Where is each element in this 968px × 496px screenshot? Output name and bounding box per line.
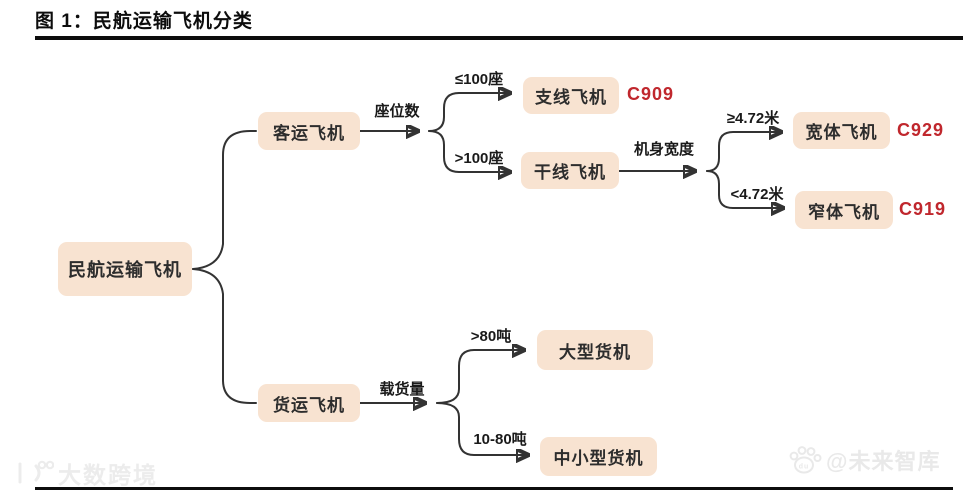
watermark-bottom-left: 大数跨境 [14, 456, 158, 490]
label-seat-count: 座位数 [374, 103, 420, 120]
node-passenger-aircraft: 客运飞机 [258, 112, 360, 150]
node-large-freighter: 大型货机 [537, 330, 653, 370]
label-gt-100-seats: >100座 [454, 150, 504, 167]
label-fuselage-width: 机身宽度 [633, 141, 695, 158]
svg-text:du: du [799, 464, 810, 471]
node-small-medium-freighter: 中小型货机 [540, 437, 657, 476]
node-civil-transport-aircraft: 民航运输飞机 [58, 242, 192, 296]
model-c909: C909 [627, 84, 675, 104]
model-c929: C929 [897, 120, 945, 140]
label-le-100-seats: ≤100座 [454, 71, 504, 88]
watermark-right-text: @未来智库 [826, 449, 941, 474]
watermark-left-text: 大数跨境 [58, 462, 158, 488]
label-ge-4-72m: ≥4.72米 [726, 110, 780, 127]
label-gt-80t: >80吨 [470, 328, 512, 345]
watermark-bottom-right: du @未来智库 [788, 444, 940, 476]
title-underline [35, 36, 963, 40]
label-10-80t: 10-80吨 [473, 431, 527, 448]
node-cargo-aircraft: 货运飞机 [258, 384, 360, 422]
model-c919: C919 [899, 199, 947, 219]
figure-title: 图 1：民航运输飞机分类 [35, 11, 253, 32]
node-regional-aircraft: 支线飞机 [523, 77, 619, 114]
paw-logo-icon: du [788, 444, 822, 476]
dashukuajing-logo-icon [14, 458, 54, 488]
node-narrowbody-aircraft: 窄体飞机 [795, 191, 893, 229]
node-widebody-aircraft: 宽体飞机 [793, 112, 890, 149]
node-trunk-aircraft: 干线飞机 [521, 152, 619, 189]
label-lt-4-72m: <4.72米 [730, 186, 784, 203]
bottom-border-line [35, 487, 953, 490]
label-payload: 载货量 [379, 381, 425, 398]
